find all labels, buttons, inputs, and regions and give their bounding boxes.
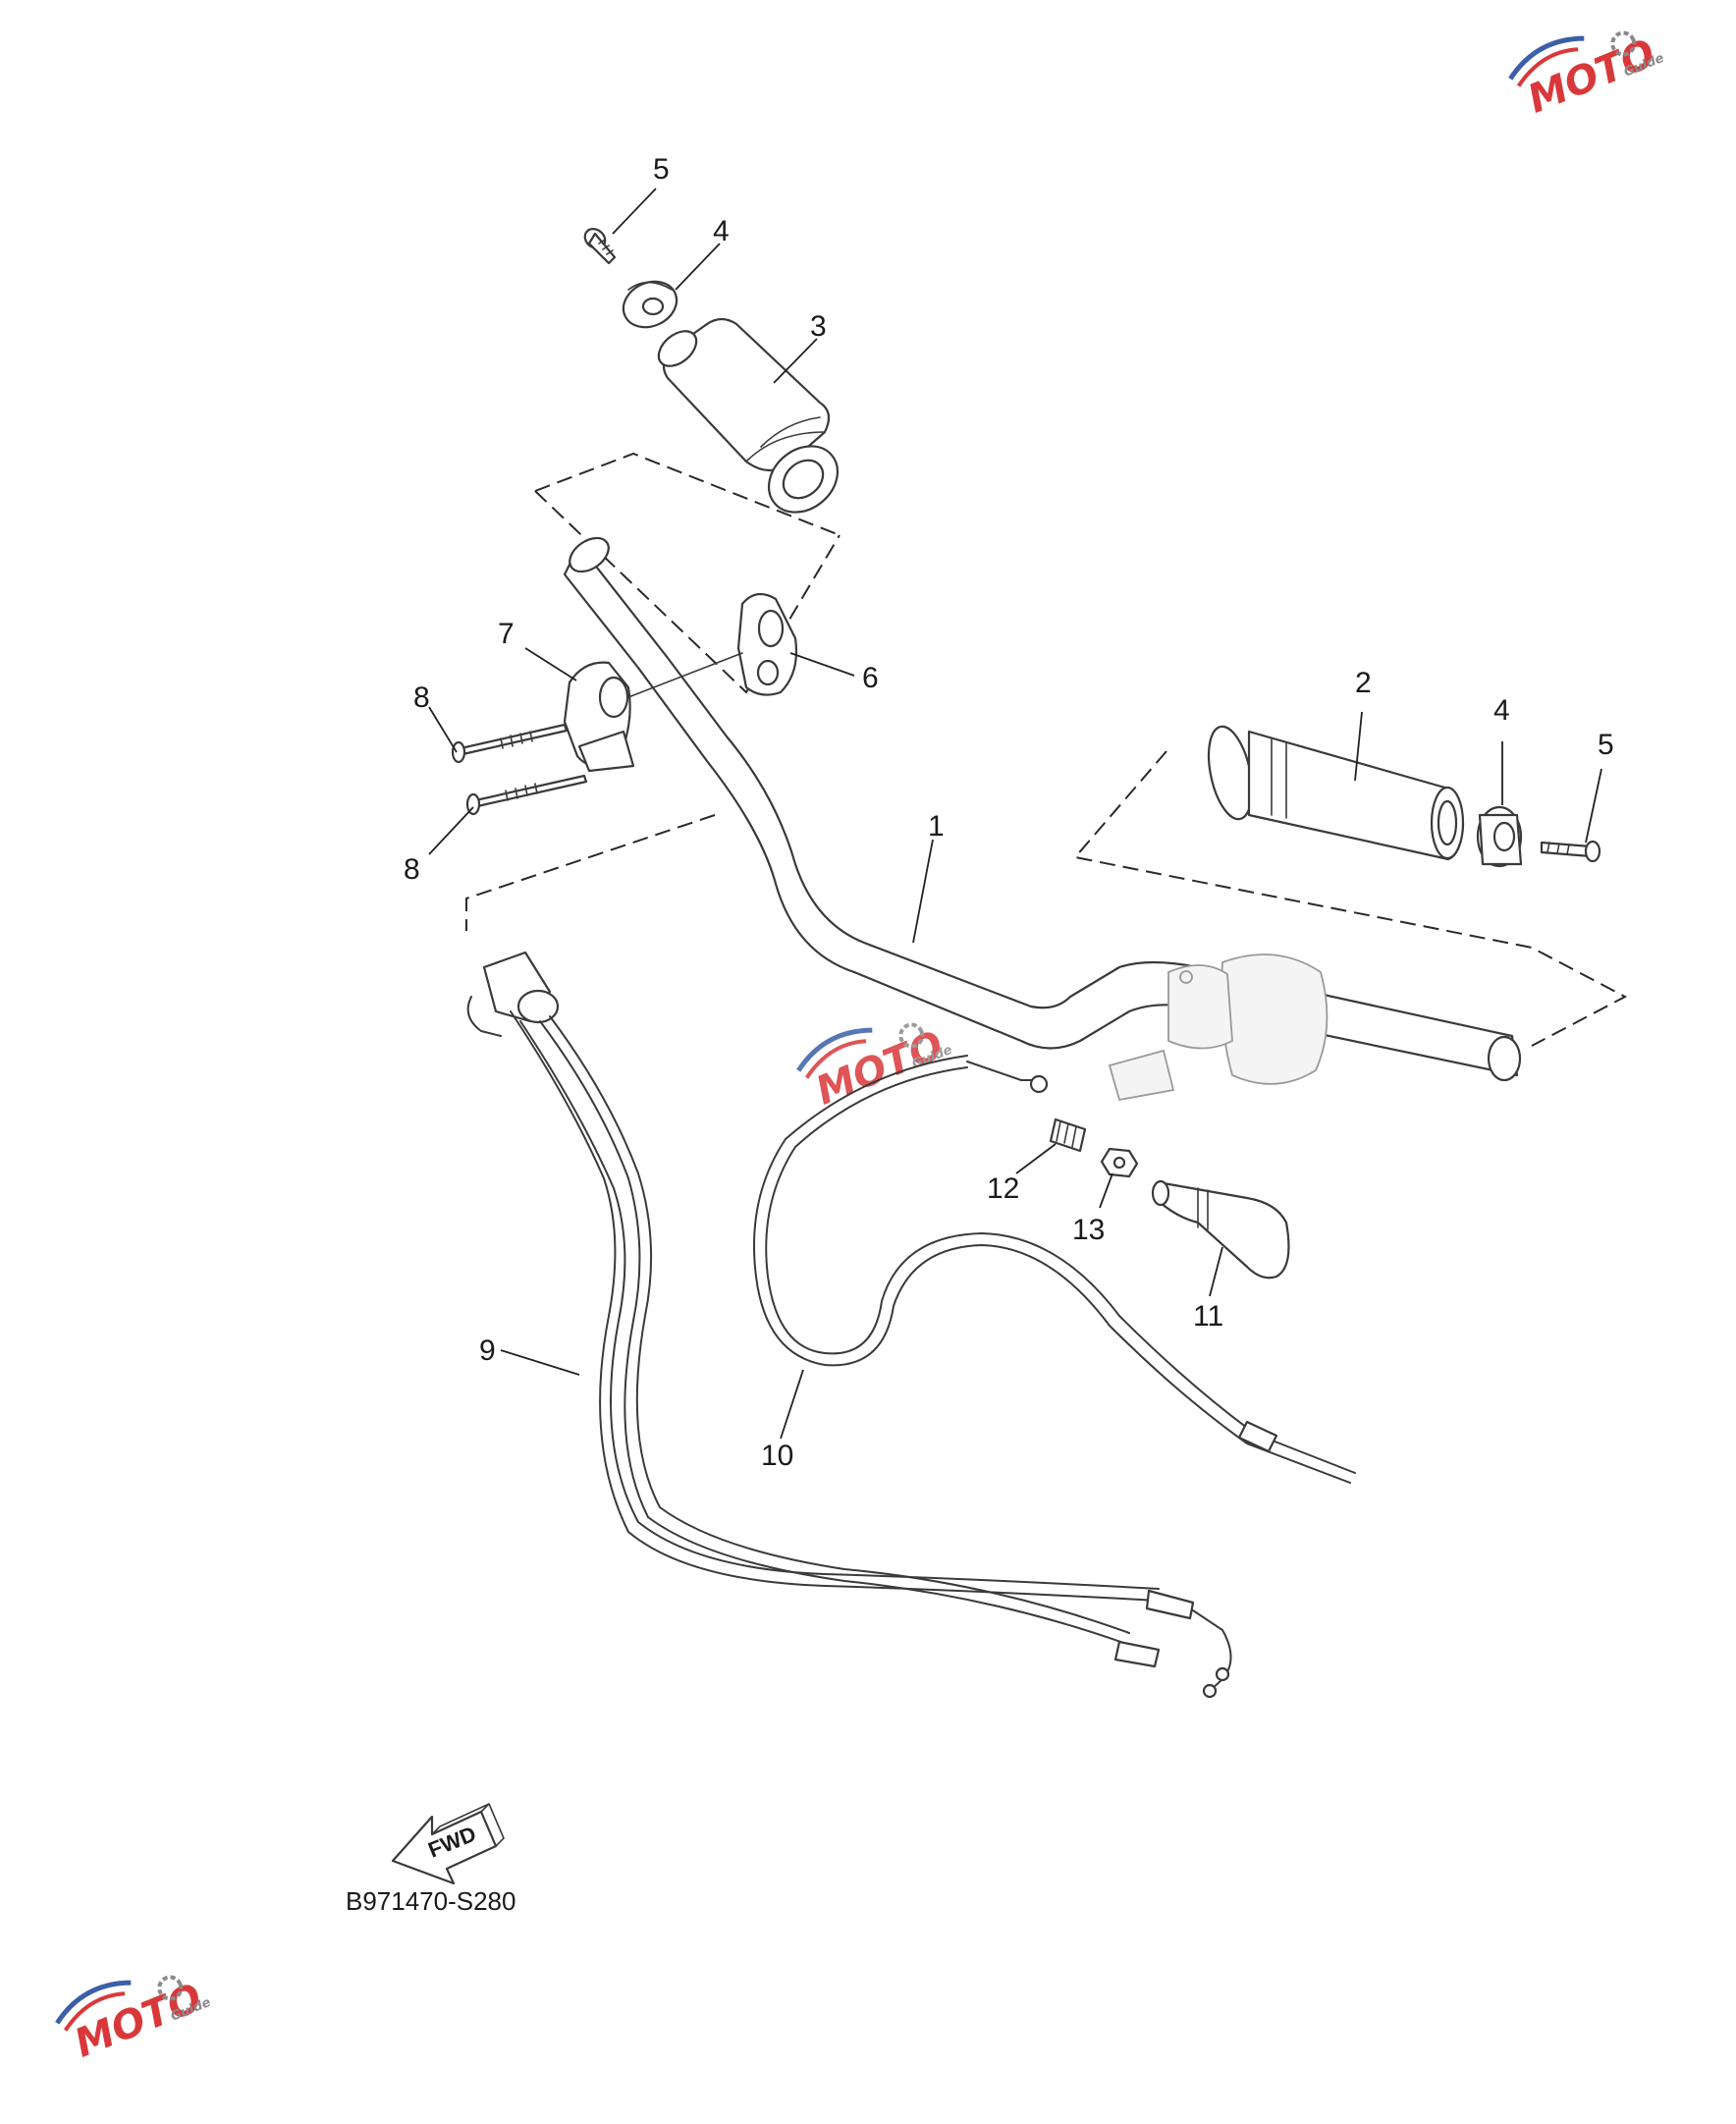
grip-end-weight-right <box>1476 805 1523 868</box>
callout-5-right: 5 <box>1598 729 1614 761</box>
watermark-center: MOTO Guide <box>796 1022 954 1115</box>
holder-part-6 <box>736 592 798 696</box>
callout-9: 9 <box>479 1334 496 1367</box>
gear-icon <box>157 1975 184 2001</box>
callout-8-lower: 8 <box>404 853 420 886</box>
callout-4-right: 4 <box>1493 694 1510 727</box>
adjuster-bolt <box>1049 1117 1087 1153</box>
callout-2: 2 <box>1355 667 1372 699</box>
watermark-logo-text: MOTO <box>810 1022 950 1114</box>
callout-3: 3 <box>810 310 827 343</box>
callout-5-top: 5 <box>653 153 670 186</box>
gear-icon <box>898 1022 925 1049</box>
drawing-code: B971470-S280 <box>346 1886 515 1916</box>
holder-screw-upper <box>451 723 569 764</box>
callout-8-upper: 8 <box>413 681 430 714</box>
left-grip <box>1207 725 1465 861</box>
watermark-bottom-left: MOTO Guide <box>55 1975 213 2067</box>
callout-6: 6 <box>862 662 879 694</box>
gear-icon <box>1610 30 1637 57</box>
end-screw-right <box>1540 840 1601 863</box>
callout-7: 7 <box>498 618 515 650</box>
callout-4-top: 4 <box>713 215 730 247</box>
forward-direction-arrow: FWD <box>391 1803 505 1885</box>
callout-1: 1 <box>928 810 945 843</box>
left-clamp-group-box <box>465 814 716 931</box>
throttle-grip <box>657 317 840 514</box>
lock-nut <box>1100 1147 1139 1178</box>
callout-12: 12 <box>987 1172 1019 1205</box>
end-screw-top <box>583 228 617 265</box>
callout-labels: 5 4 3 1 2 4 5 6 7 8 8 9 10 11 12 13 <box>404 153 1614 1472</box>
holder-screw-lower <box>465 774 588 816</box>
clutch-cable <box>753 1055 1356 1484</box>
right-grip-group-box <box>1073 750 1628 1047</box>
handlebar <box>563 536 1522 1102</box>
callout-10: 10 <box>761 1440 793 1472</box>
watermark-logo-text: MOTO <box>69 1975 209 2066</box>
callout-11: 11 <box>1193 1300 1223 1333</box>
clutch-lever <box>1151 1179 1290 1280</box>
leader-lines <box>428 188 1602 1440</box>
holder-part-7 <box>563 661 635 773</box>
throttle-cable <box>466 951 1232 1699</box>
grip-end-weight-top <box>622 280 678 329</box>
upper-left-group-box <box>534 452 841 536</box>
watermark-top-right: MOTO Guide <box>1508 30 1666 123</box>
callout-13: 13 <box>1072 1214 1105 1246</box>
watermark-logo-text: MOTO <box>1522 30 1662 122</box>
